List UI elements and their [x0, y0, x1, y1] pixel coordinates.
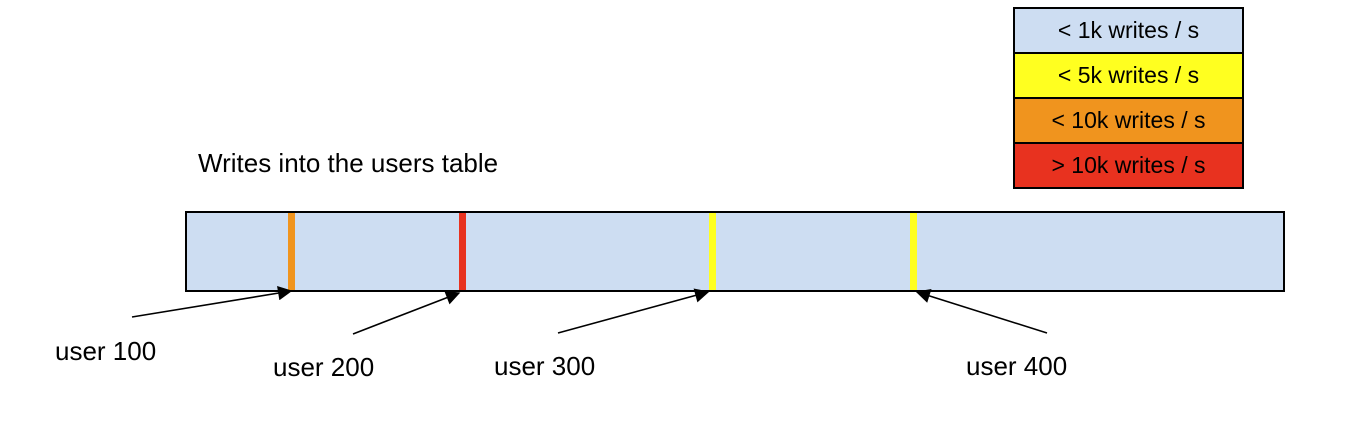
legend-row-lt-10k: < 10k writes / s — [1013, 97, 1244, 144]
user-200-label: user 200 — [273, 352, 375, 382]
write-marker-user-100 — [288, 213, 295, 290]
write-marker-user-200 — [459, 213, 466, 290]
legend-row-lt-5k: < 5k writes / s — [1013, 52, 1244, 99]
user-300-label: user 300 — [494, 351, 596, 381]
user-100-label: user 100 — [55, 336, 157, 366]
legend-row-gt-10k: > 10k writes / s — [1013, 142, 1244, 189]
legend-row-lt-1k: < 1k writes / s — [1013, 7, 1244, 54]
legend-label-lt-1k: < 1k writes / s — [1057, 17, 1200, 43]
user-300-arrow — [557, 288, 710, 334]
users-table-bar — [185, 211, 1285, 292]
user-100-arrow — [131, 285, 293, 318]
legend: < 1k writes / s < 5k writes / s < 10k wr… — [1013, 7, 1244, 189]
legend-label-lt-5k: < 5k writes / s — [1057, 62, 1200, 88]
legend-label-gt-10k: > 10k writes / s — [1051, 152, 1206, 178]
diagram-title: Writes into the users table — [198, 148, 499, 178]
legend-label-lt-10k: < 10k writes / s — [1051, 107, 1206, 133]
user-400-label: user 400 — [966, 351, 1068, 381]
write-marker-user-400 — [910, 213, 917, 290]
write-marker-user-300 — [709, 213, 716, 290]
user-400-arrow — [915, 289, 1048, 334]
user-200-arrow — [352, 290, 461, 335]
